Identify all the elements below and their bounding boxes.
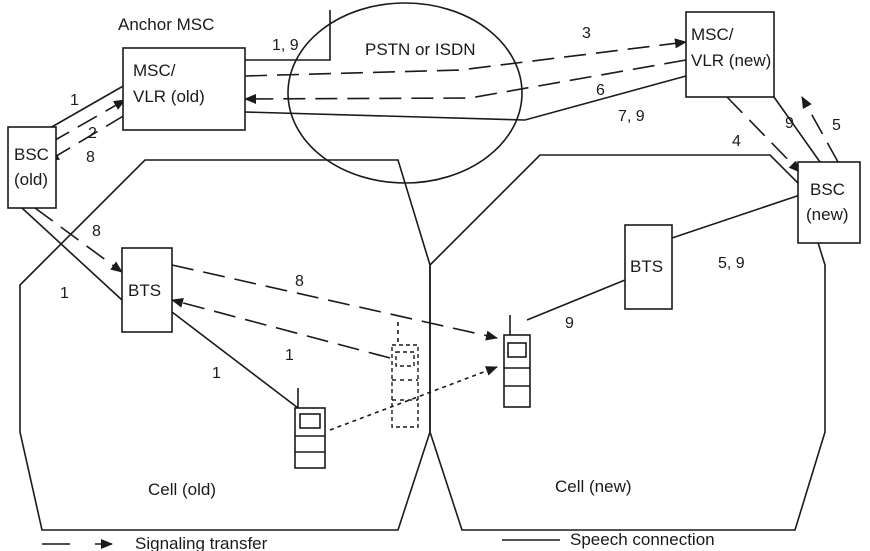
step-label-5: 5 <box>832 117 841 134</box>
anchor-trunk-line <box>245 10 331 61</box>
signal-8-bts-old-to-mobile <box>171 264 498 341</box>
step-label-7-9: 7, 9 <box>618 108 645 125</box>
signal-8-bsc-old-to-bts-old <box>34 207 123 273</box>
msc-vlr-old-box <box>122 47 246 131</box>
bts-old-box <box>121 247 173 333</box>
msc-old-label-line1: MSC/ <box>133 61 176 80</box>
legend-signaling-label: Signaling transfer <box>135 534 268 551</box>
step-label-5-9: 5, 9 <box>718 255 745 272</box>
bts-new-label: BTS <box>630 257 663 276</box>
bts-old-label: BTS <box>128 281 161 300</box>
step-label-8-bts-mobile: 8 <box>295 273 304 290</box>
legend-speech: Speech connection <box>502 530 715 549</box>
signal-8-msc-old-to-bsc-old <box>47 114 126 162</box>
step-label-9-bts-mobile: 9 <box>565 315 574 332</box>
legend-speech-label: Speech connection <box>570 530 715 549</box>
mobile-movement-path <box>329 366 498 431</box>
bsc-old-box <box>7 126 57 209</box>
step-label-3: 3 <box>582 25 591 42</box>
speech-link-msc-new-bsc-new <box>773 96 821 163</box>
step-label-1-bts-mobile: 1 <box>212 365 221 382</box>
bsc-old-label-line2: (old) <box>14 170 48 189</box>
anchor-msc-label: Anchor MSC <box>118 15 214 34</box>
step-label-1-9-trunk: 1, 9 <box>272 37 299 54</box>
step-label-8-msc-bsc: 8 <box>86 149 95 166</box>
msc-vlr-new-box <box>685 11 775 98</box>
msc-new-label-line1: MSC/ <box>691 25 734 44</box>
mobile-phone-transit-icon <box>391 322 419 428</box>
bsc-old-label-line1: BSC <box>14 145 49 164</box>
speech-link-bsc-old-bts-old <box>21 207 123 301</box>
speech-link-bts-new-mobile <box>526 279 626 321</box>
signal-4-msc-new-to-bsc-new <box>726 96 801 173</box>
cell-new-label: Cell (new) <box>555 477 632 496</box>
bsc-new-label-line2: (new) <box>806 205 849 224</box>
bsc-new-box <box>797 161 861 244</box>
step-label-2: 2 <box>88 125 97 142</box>
pstn-isdn-label: PSTN or ISDN <box>365 40 476 59</box>
step-label-1-bsc-msc: 1 <box>70 92 79 109</box>
speech-link-bsc-old-msc-old <box>49 84 126 129</box>
msc-new-label-line2: VLR (new) <box>691 51 771 70</box>
signal-2-bsc-old-to-msc-old <box>49 99 126 144</box>
step-label-8-bsc-bts: 8 <box>92 223 101 240</box>
mobile-phone-old-icon <box>294 388 326 469</box>
speech-link-msc-old-msc-new <box>244 75 687 121</box>
cell-old-label: Cell (old) <box>148 480 216 499</box>
step-label-6: 6 <box>596 82 605 99</box>
mobile-phone-new-icon <box>503 315 531 408</box>
speech-link-bsc-new-bts-new <box>671 194 801 239</box>
legend-signaling: Signaling transfer <box>42 534 268 551</box>
signal-5-bsc-new-to-msc-new <box>801 96 839 163</box>
msc-old-label-line2: VLR (old) <box>133 87 205 106</box>
step-label-1-mobile-bts: 1 <box>285 347 294 364</box>
cell-old-octagon <box>19 159 431 531</box>
cell-new-octagon <box>429 154 826 531</box>
bts-new-box <box>624 224 673 310</box>
speech-link-bts-old-mobile <box>171 311 299 409</box>
step-label-9-msc-bsc: 9 <box>785 115 794 132</box>
bsc-new-label-line1: BSC <box>810 180 845 199</box>
signal-1-mobile-to-bts-old <box>171 297 391 359</box>
pstn-isdn-network <box>287 2 523 184</box>
step-label-1-bsc-bts: 1 <box>60 285 69 302</box>
signal-3-msc-old-to-msc-new <box>244 38 687 77</box>
step-label-4: 4 <box>732 133 741 150</box>
signal-6-msc-new-to-msc-old <box>244 59 687 104</box>
